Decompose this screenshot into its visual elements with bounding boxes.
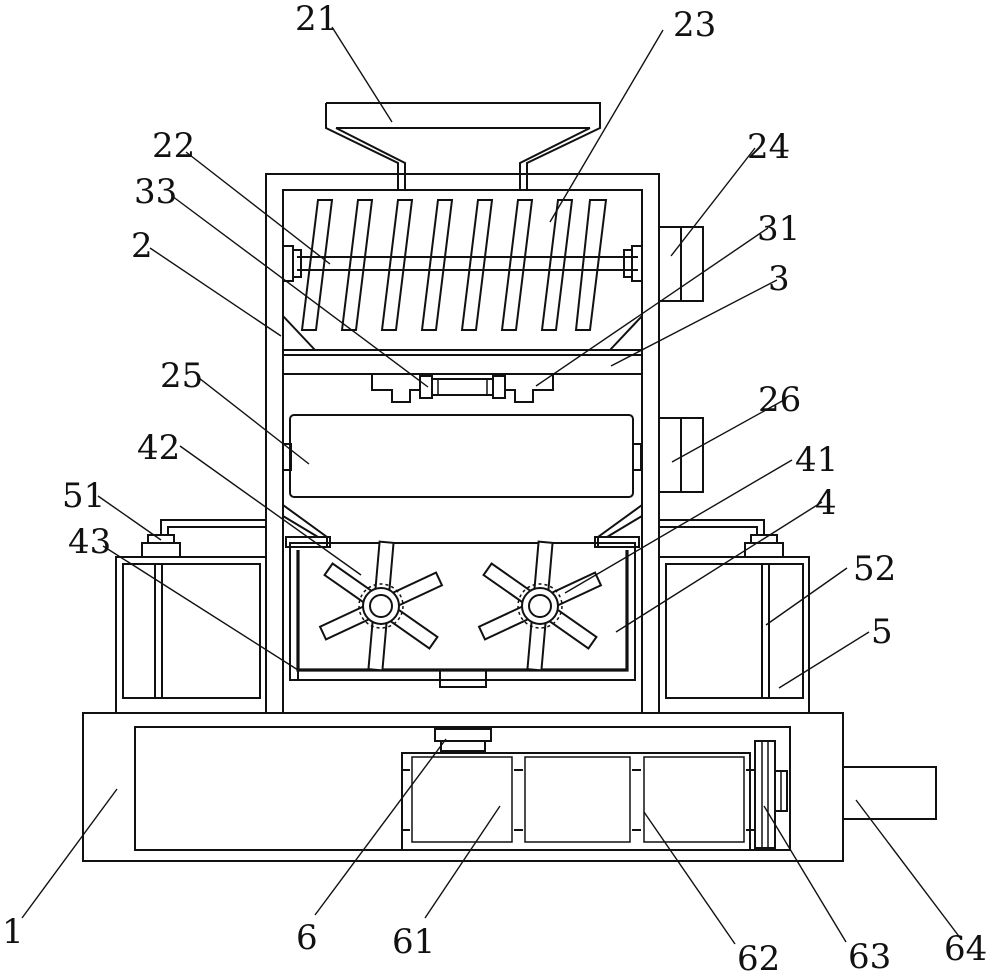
label-22: 22 bbox=[152, 126, 195, 166]
mixing-tank bbox=[289, 542, 636, 688]
screw-blade bbox=[574, 199, 608, 331]
stirrer-left bbox=[318, 540, 444, 672]
label-25: 25 bbox=[160, 356, 203, 396]
label-23: 23 bbox=[673, 5, 716, 45]
stirrer-right bbox=[477, 540, 603, 672]
label-24: 24 bbox=[747, 127, 790, 167]
screw-blade bbox=[540, 199, 574, 331]
pump-right bbox=[659, 519, 784, 558]
screw-blade bbox=[420, 199, 454, 331]
label-52: 52 bbox=[853, 549, 896, 589]
label-5: 5 bbox=[871, 612, 893, 652]
label-33: 33 bbox=[134, 172, 177, 212]
hopper bbox=[325, 102, 601, 190]
screw-conveyor bbox=[282, 199, 704, 351]
drum bbox=[282, 414, 704, 498]
drawer-assembly bbox=[401, 728, 788, 851]
label-41: 41 bbox=[795, 440, 838, 480]
label-26: 26 bbox=[758, 380, 801, 420]
label-6: 6 bbox=[296, 918, 318, 958]
label-2: 2 bbox=[131, 226, 153, 266]
screw-blade bbox=[460, 199, 494, 331]
label-1: 1 bbox=[2, 912, 24, 952]
funnel bbox=[282, 504, 643, 548]
plate-3 bbox=[282, 349, 643, 375]
label-61: 61 bbox=[392, 922, 435, 962]
screw-blade bbox=[380, 199, 414, 331]
label-21: 21 bbox=[295, 0, 338, 39]
base-frame bbox=[82, 712, 937, 862]
screw-blade bbox=[500, 199, 534, 331]
leader-lines bbox=[21, 26, 962, 945]
label-43: 43 bbox=[68, 522, 111, 562]
screw-blade bbox=[300, 199, 334, 331]
label-4: 4 bbox=[815, 483, 837, 523]
pump-left bbox=[141, 519, 266, 558]
label-62: 62 bbox=[737, 939, 780, 977]
side-box-right bbox=[658, 556, 810, 714]
label-63: 63 bbox=[848, 937, 891, 977]
label-64: 64 bbox=[944, 929, 987, 969]
label-3: 3 bbox=[768, 259, 790, 299]
label-51: 51 bbox=[62, 476, 105, 516]
roller-assembly bbox=[371, 373, 554, 403]
screw-blade bbox=[340, 199, 374, 331]
label-42: 42 bbox=[137, 428, 180, 468]
stirrers bbox=[318, 540, 603, 672]
label-31: 31 bbox=[757, 209, 800, 249]
